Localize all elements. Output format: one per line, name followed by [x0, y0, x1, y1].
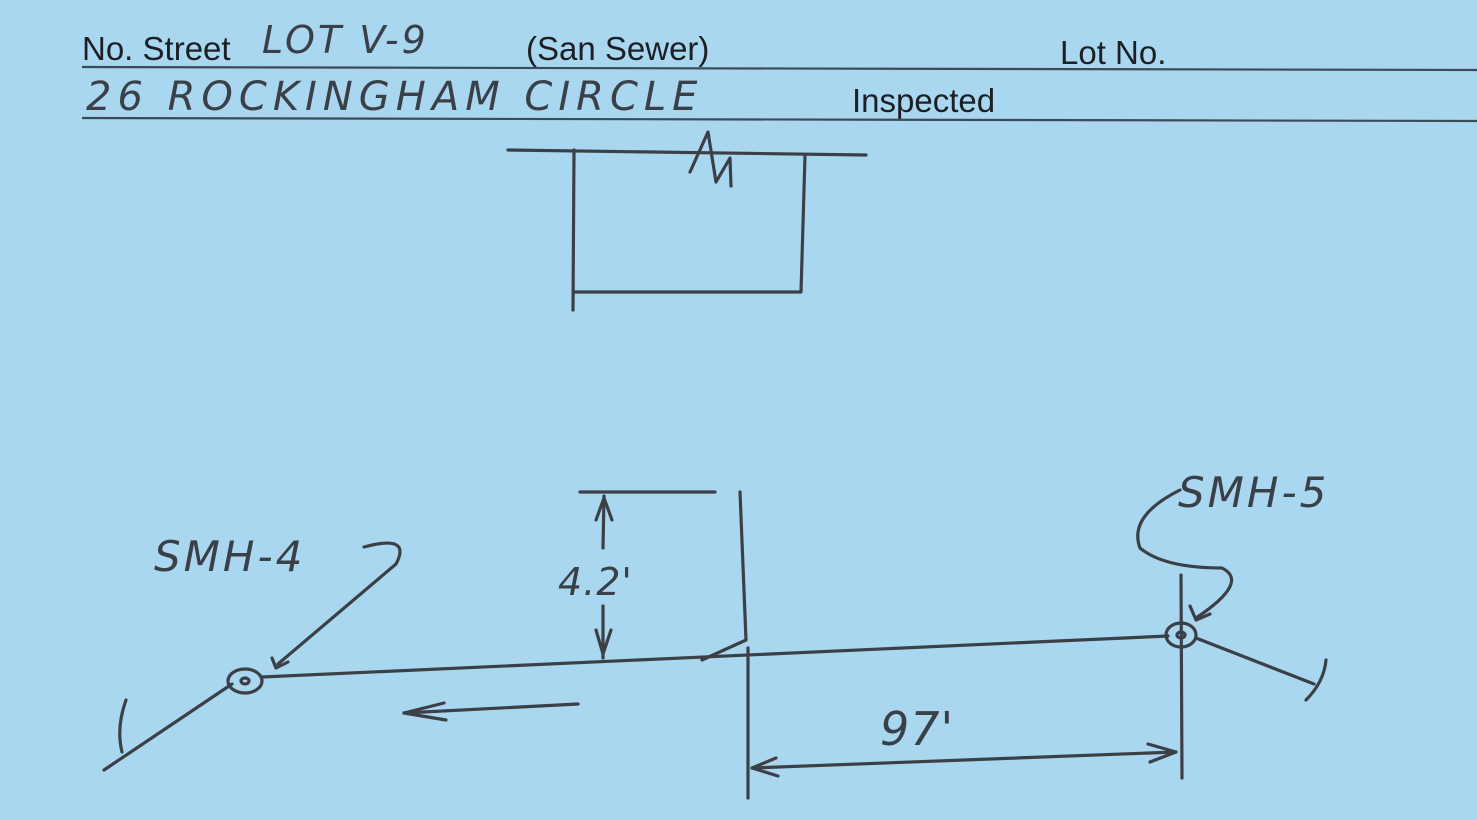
header-rule-top	[81, 65, 1477, 72]
street-address: 26 ROCKINGHAM CIRCLE	[86, 74, 704, 120]
manhole-label-smh-4: SMH-4	[154, 532, 306, 581]
distance-arrowhead-left	[750, 756, 780, 778]
manhole-smh-4	[226, 667, 264, 695]
distance-dimension-line	[750, 750, 1178, 770]
distance-label: 97'	[880, 702, 955, 756]
lateral-offset-label: 4.2'	[558, 560, 633, 604]
main-extension-west	[102, 682, 234, 772]
leader-smh-4	[276, 541, 402, 666]
lateral-line	[700, 490, 748, 662]
north-arrow-icon	[688, 130, 733, 188]
distance-extension-right	[1179, 573, 1184, 780]
house-outline	[506, 148, 868, 312]
offset-arrowhead-bottom	[594, 628, 613, 656]
lot-no-label: Lot No.	[1060, 34, 1167, 71]
leader-smh-4-arrowhead	[270, 656, 290, 670]
lot-reference: LOT V-9	[262, 18, 429, 62]
main-extension-east	[1194, 636, 1316, 686]
inspected-label: Inspected	[852, 82, 996, 119]
system-type-label: (San Sewer)	[526, 30, 710, 67]
flow-direction-arrow-icon	[402, 701, 580, 722]
main-break-east	[1304, 658, 1328, 702]
street-label: No. Street	[82, 30, 231, 67]
sewer-main-line	[260, 634, 1170, 679]
distance-arrowhead-right	[1146, 742, 1178, 764]
header-rule-bottom	[81, 116, 1477, 123]
offset-arrowhead-top	[594, 496, 614, 522]
main-break-west	[118, 698, 128, 754]
manhole-label-smh-5: SMH-5	[1178, 468, 1330, 517]
manhole-smh-4-center	[239, 676, 251, 686]
leader-smh-5-arrowhead	[1188, 604, 1212, 622]
leader-smh-5	[1136, 488, 1234, 620]
